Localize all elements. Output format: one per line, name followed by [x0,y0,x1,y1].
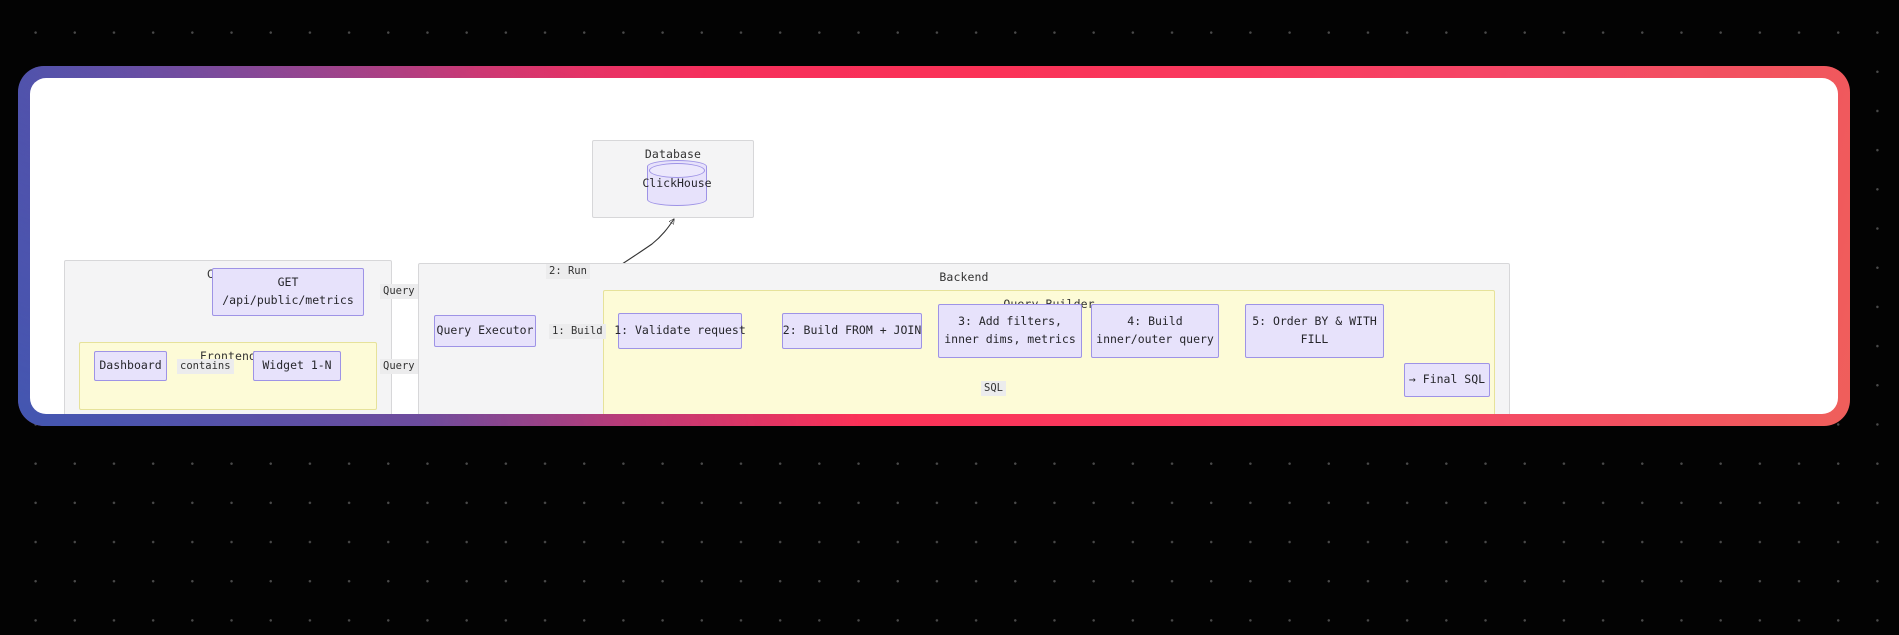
node-step4-line1: 4: Build [1127,314,1183,329]
gradient-frame: Client Frontend Database Backend Query B… [18,66,1850,426]
node-step3-line1: 3: Add filters, [958,314,1062,329]
node-clickhouse-label: ClickHouse [642,176,712,190]
node-api-endpoint-line1: GET [277,275,299,290]
node-step5-line2: FILL [1300,332,1329,346]
node-dashboard-label: Dashboard [99,358,162,373]
node-step4-line2: inner/outer query [1096,332,1214,346]
node-step5[interactable]: 5: Order BY & WITH FILL [1245,304,1384,358]
edge-label-query-top: Query [380,284,418,299]
node-step2[interactable]: 2: Build FROM + JOIN [782,313,922,349]
architecture-diagram: Client Frontend Database Backend Query B… [30,78,1838,414]
node-query-executor[interactable]: Query Executor [434,315,536,347]
node-final-sql[interactable]: → Final SQL [1404,363,1490,397]
node-step5-line1: 5: Order BY & WITH [1252,314,1377,329]
edge-label-query-bottom: Query [380,359,418,374]
node-step1[interactable]: 1: Validate request [614,313,746,349]
diagram-card: Client Frontend Database Backend Query B… [30,78,1838,414]
node-query-executor-label: Query Executor [436,323,534,338]
node-step4[interactable]: 4: Build inner/outer query [1091,304,1219,358]
edge-label-contains: contains [177,359,234,374]
edge-label-run: 2: Run [546,264,590,279]
cluster-backend-label: Backend [939,270,989,284]
node-step2-label: 2: Build FROM + JOIN [782,323,922,338]
node-widget-label: Widget 1-N [262,358,332,373]
cluster-database-label: Database [644,147,702,161]
node-api-endpoint[interactable]: GET /api/public/metrics [212,268,364,316]
node-step3-line2: inner dims, metrics [944,332,1076,346]
node-final-sql-label: → Final SQL [1408,372,1486,387]
node-step3[interactable]: 3: Add filters, inner dims, metrics [938,304,1082,358]
node-step1-label: 1: Validate request [614,323,746,338]
node-widget[interactable]: Widget 1-N [253,351,341,381]
node-clickhouse[interactable]: ClickHouse [642,160,712,206]
node-api-endpoint-line2: /api/public/metrics [222,293,354,307]
edge-label-build: 1: Build [549,324,606,339]
node-dashboard[interactable]: Dashboard [94,351,167,381]
edge-label-sql: SQL [981,381,1006,396]
